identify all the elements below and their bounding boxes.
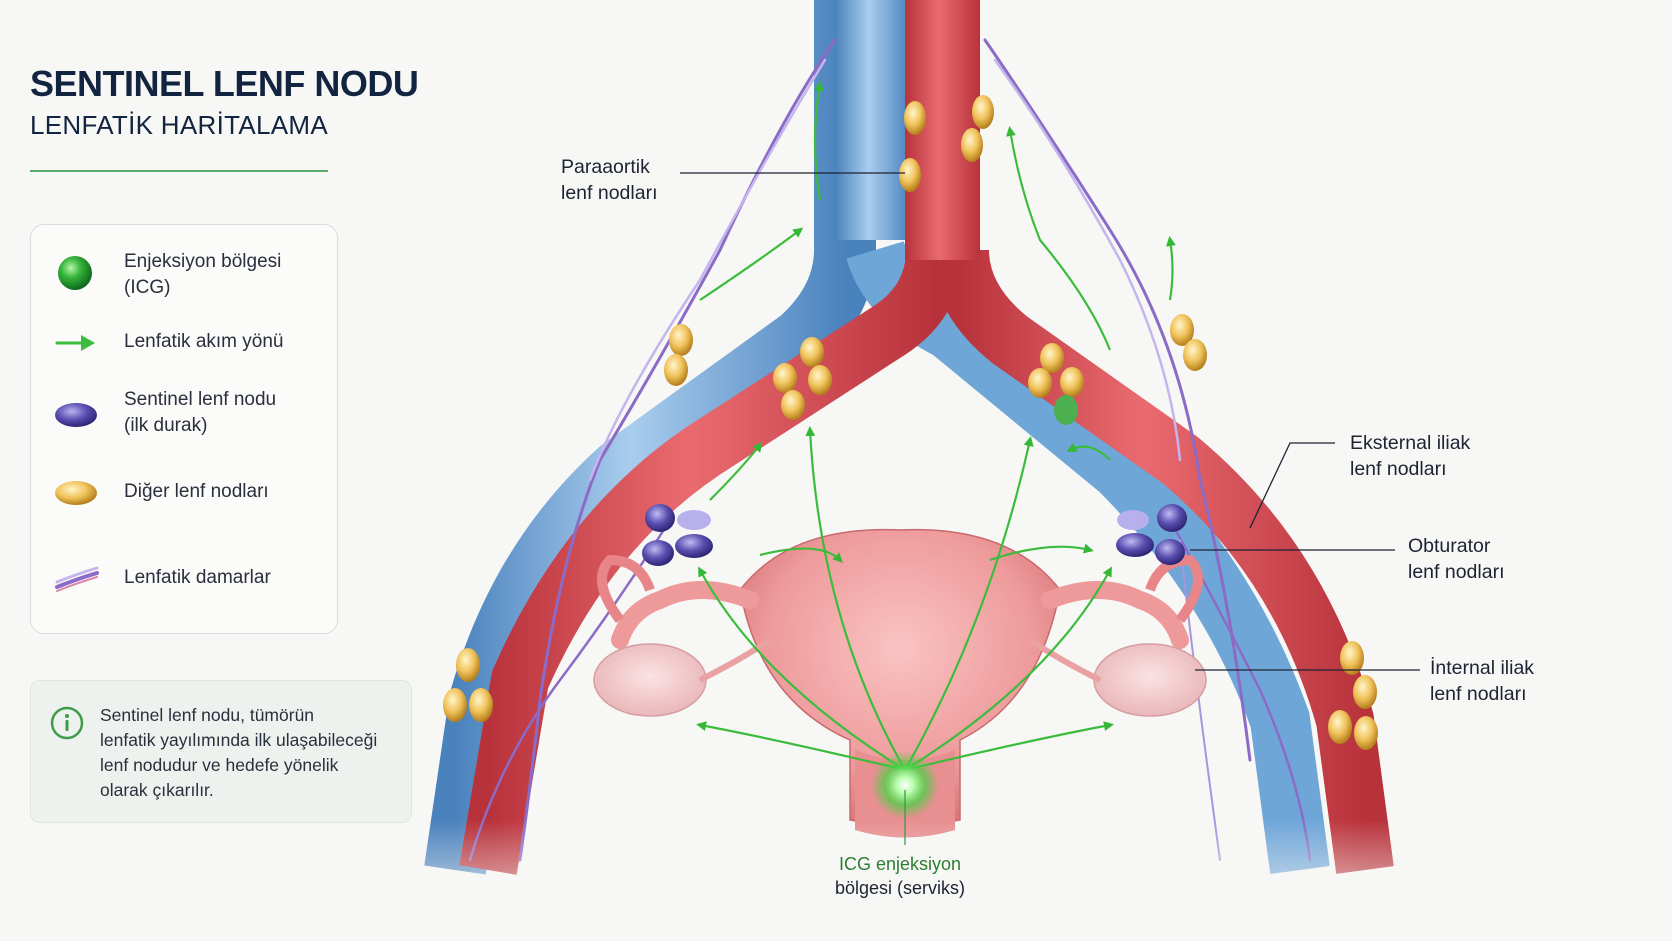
lymph-node <box>1060 367 1084 397</box>
sentinel-node <box>677 510 711 530</box>
lymph-node <box>664 354 688 386</box>
callout-paraaortic: Paraaortik lenf nodları <box>561 154 657 206</box>
sentinel-node <box>645 504 675 532</box>
sentinel-node <box>1157 504 1187 532</box>
paraaortic-node <box>972 95 994 129</box>
paraaortic-node <box>899 158 921 192</box>
sentinel-node <box>642 540 674 566</box>
lymph-node <box>808 365 832 395</box>
lymph-node <box>1054 395 1078 425</box>
lymph-node <box>1028 368 1052 398</box>
lymph-node <box>1040 343 1064 373</box>
lymph-node <box>669 324 693 356</box>
lymph-node <box>1354 716 1378 750</box>
lymph-node <box>443 688 467 722</box>
callout-internal-iliac: İnternal iliak lenf nodları <box>1430 655 1534 707</box>
callout-obturator: Obturator lenf nodları <box>1408 533 1504 585</box>
paraaortic-node <box>961 128 983 162</box>
flow-arrow <box>1170 240 1173 300</box>
sentinel-node <box>675 534 713 558</box>
paraaortic-node <box>904 101 926 135</box>
sentinel-node <box>1155 539 1185 565</box>
right-ovary <box>1094 644 1206 716</box>
callout-external-iliac: Eksternal iliak lenf nodları <box>1350 430 1470 482</box>
lymph-node <box>773 363 797 393</box>
flow-arrow <box>700 230 800 300</box>
sentinel-node <box>1117 510 1149 530</box>
lymph-node <box>469 688 493 722</box>
callout-injection: ICG enjeksiyon bölgesi (serviks) <box>835 852 965 900</box>
lymph-node <box>1328 710 1352 744</box>
lymph-node <box>781 390 805 420</box>
lymph-node <box>456 648 480 682</box>
lymph-node <box>800 337 824 367</box>
sentinel-node <box>1116 533 1154 557</box>
lymph-node <box>1183 339 1207 371</box>
lymph-node <box>1353 675 1377 709</box>
left-ovary <box>594 644 706 716</box>
